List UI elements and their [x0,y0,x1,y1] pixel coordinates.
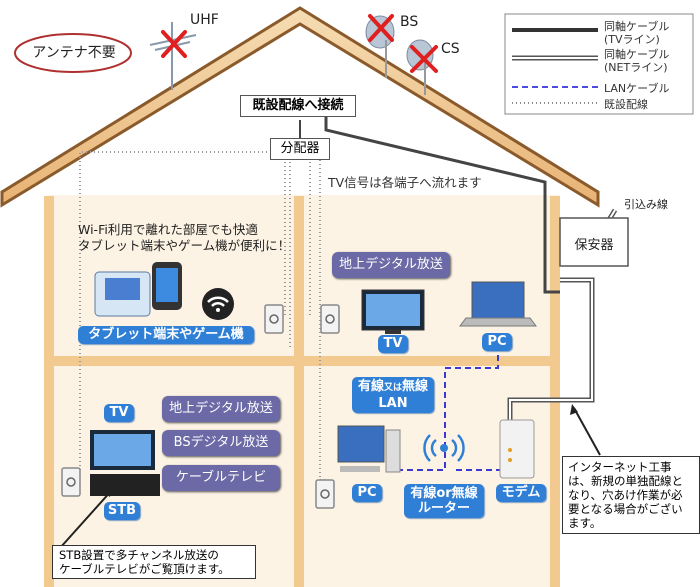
roof [0,6,600,208]
legend-coax-net: 同軸ケーブル(NETライン) [604,48,670,74]
uhf-label: UHF [190,12,219,28]
smartphone-icon [152,262,182,310]
desktop-pc-icon [337,425,401,473]
legend-coax-tv: 同軸ケーブル(TVライン) [604,20,670,46]
upper-tv-label: TV [378,335,408,353]
stb-label: STB [104,502,140,520]
stb-callout-arrow [59,489,113,549]
legend-existing: 既設配線 [604,98,648,111]
left-wall [44,196,54,587]
bs-label: BS [400,14,419,30]
laptop-icon [459,281,537,327]
wifi-room-text: Wi-Fi利用で離れた部屋でも快適タブレット端末やゲーム機が便利に！ [78,222,291,253]
service-cable: ケーブルテレビ [162,465,280,491]
protector-box [559,217,629,267]
net-callout-arrow [573,407,601,456]
lower-pc-label: PC [352,484,382,502]
service-terrestrial: 地上デジタル放送 [162,396,280,422]
tablet-game-label: タブレット端末やゲーム機 [78,326,254,344]
cs-label: CS [441,41,460,57]
stb-note: STB設置で多チャンネル放送のケーブルテレビがご覧頂けます。 [52,545,256,579]
wifi-icon [202,288,234,320]
upper-pc-label: PC [482,333,512,351]
net-note: インターネット工事は、新規の単独配線と なり、穴あけ作業が必要となる場合がござい… [562,456,700,534]
stb-icon [90,474,160,496]
tv-signal-label: TV信号は各端子へ流れます [328,175,482,190]
cross-icons [161,14,438,73]
lower-tv-label: TV [104,404,134,422]
coax-tv-line [324,115,560,294]
service-bs: BSデジタル放送 [162,430,280,456]
hikikomi-label: 引込み線 [624,198,668,211]
roof-connection-label: 既設配線へ接続 [240,95,356,117]
tv-lower-icon [90,430,155,470]
upper-service-label: 地上デジタル放送 [332,252,450,278]
splitter-label: 分配器 [270,138,330,160]
modem-label: モデム [496,484,546,502]
protector-label: 保安器 [574,238,614,253]
title-badge-oval [14,33,132,73]
router-label: 有線or無線ルーター [404,484,484,518]
router-wifi-icon [423,434,465,462]
wall-outlets [61,304,340,509]
game-console-icon [94,271,151,317]
title-badge: アンテナ不要 [32,45,116,61]
legend-lan: LANケーブル [604,82,670,95]
right-wall [550,196,560,587]
center-pillar [294,196,304,587]
modem-icon [499,419,535,479]
lan-box: 有線又は無線 LAN [352,377,434,413]
tv-upper-icon [361,289,425,334]
